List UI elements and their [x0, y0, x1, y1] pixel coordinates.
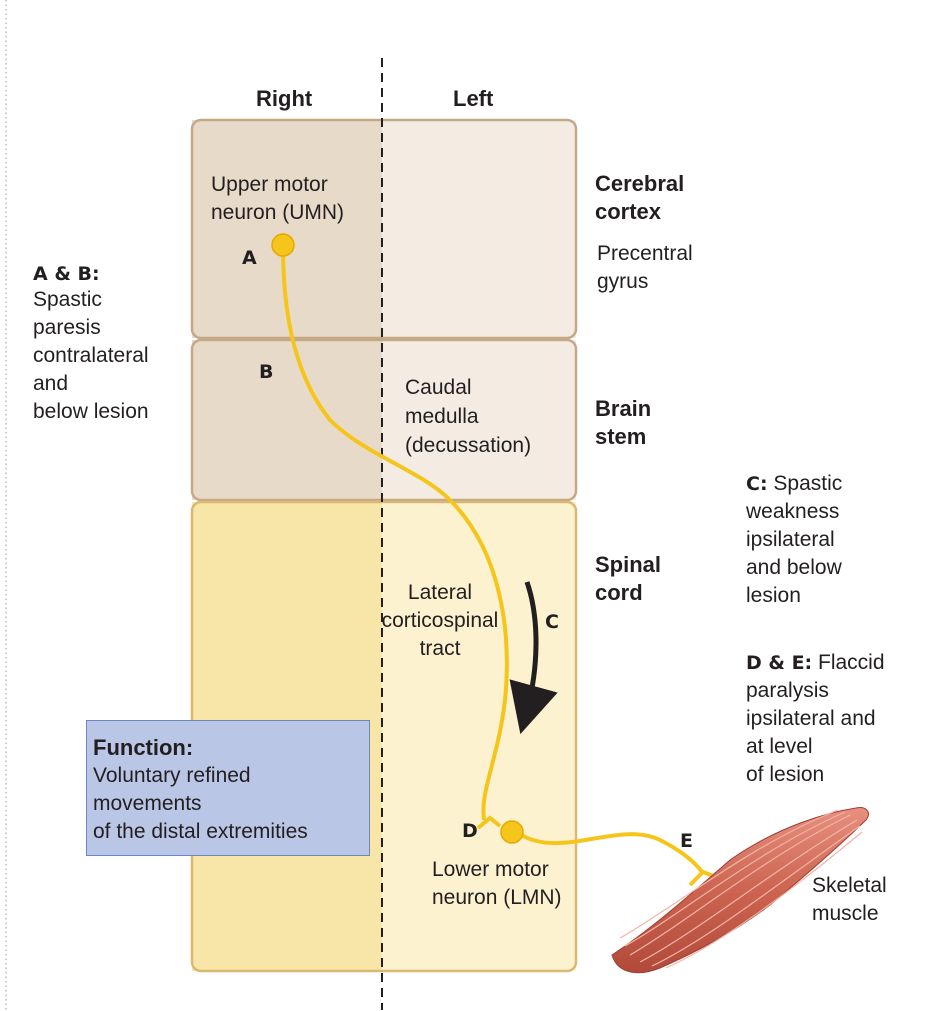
umn-line1: Upper motor [211, 173, 328, 196]
marker-a: A [242, 247, 257, 269]
cortex-sub-line2: gyrus [597, 270, 649, 293]
tract-line1: Lateral [407, 581, 473, 604]
umn-cell-body [271, 233, 295, 257]
marker-e: E [680, 830, 693, 852]
side-left-label: Left [453, 86, 494, 111]
lesion-ab-title: A & B: [33, 263, 100, 285]
lesion-de-title: D & E: [746, 652, 813, 674]
lesion-de-line3: ipsilateral and [746, 707, 876, 730]
spinal-name-line1: Spinal [595, 552, 662, 577]
brain-stem-region [190, 338, 578, 502]
lesion-de-line1-rest: Flaccid [812, 651, 885, 674]
cerebral-cortex-region [190, 118, 578, 340]
lesion-c-line5: lesion [746, 584, 801, 607]
lesion-de-line2: paralysis [746, 679, 829, 702]
lesion-de-line1: D & E: Flaccid [746, 650, 885, 676]
lmn-axon [518, 832, 704, 874]
lmn-line1: Lower motor [432, 858, 549, 881]
lesion-c-title: C: [746, 473, 768, 495]
lmn-cell-body [500, 820, 524, 844]
spinal-name-line2: cord [595, 580, 643, 605]
function-line2: movements [93, 792, 202, 815]
lesion-ab-line5: below lesion [33, 400, 149, 423]
function-title: Function: [93, 735, 194, 760]
side-right-label: Right [256, 86, 313, 111]
marker-b: B [259, 361, 274, 383]
corticospinal-axon [281, 245, 509, 821]
lesion-de-line4: at level [746, 735, 813, 758]
cortex-sub-line1: Precentral [597, 242, 693, 265]
lesion-c-line4: and below [746, 556, 842, 579]
lesion-c-line1: C: Spastic [746, 471, 842, 497]
muscle-line2: muscle [812, 902, 879, 925]
function-line1: Voluntary refined [93, 764, 251, 787]
caudal-line1: Caudal [405, 376, 472, 399]
lesion-ab-line4: and [33, 372, 69, 395]
lesion-de-line5: of lesion [746, 763, 825, 786]
lesion-c-line2: weakness [746, 500, 840, 523]
muscle-line1: Skeletal [812, 874, 887, 897]
lmn-line2: neuron (LMN) [432, 886, 562, 909]
brainstem-name-line1: Brain [595, 396, 652, 421]
lesion-c-line1-rest: Spastic [767, 472, 843, 495]
umn-line2: neuron (UMN) [211, 201, 345, 224]
brainstem-name-line2: stem [595, 424, 647, 449]
skeletal-muscle-illustration [611, 807, 869, 974]
tract-line3: tract [419, 637, 461, 660]
lesion-ab-line1: Spastic [33, 288, 102, 311]
lesion-ab-line3: contralateral [33, 344, 149, 367]
cortex-name-line2: cortex [595, 199, 662, 224]
descending-arrow [509, 581, 558, 735]
tract-line2: corticospinal [381, 609, 499, 632]
caudal-line2: medulla [405, 405, 479, 428]
marker-c: C [545, 611, 559, 633]
synaptic-terminal [476, 815, 502, 830]
function-line3: of the distal extremities [93, 820, 308, 843]
function-box: Function: Voluntary refined movements of… [86, 720, 370, 856]
lesion-c-line3: ipsilateral [746, 528, 835, 551]
caudal-line3: (decussation) [405, 434, 532, 457]
cortex-name-line1: Cerebral [595, 171, 685, 196]
lesion-ab-line2: paresis [33, 316, 101, 339]
marker-d: D [462, 820, 478, 842]
